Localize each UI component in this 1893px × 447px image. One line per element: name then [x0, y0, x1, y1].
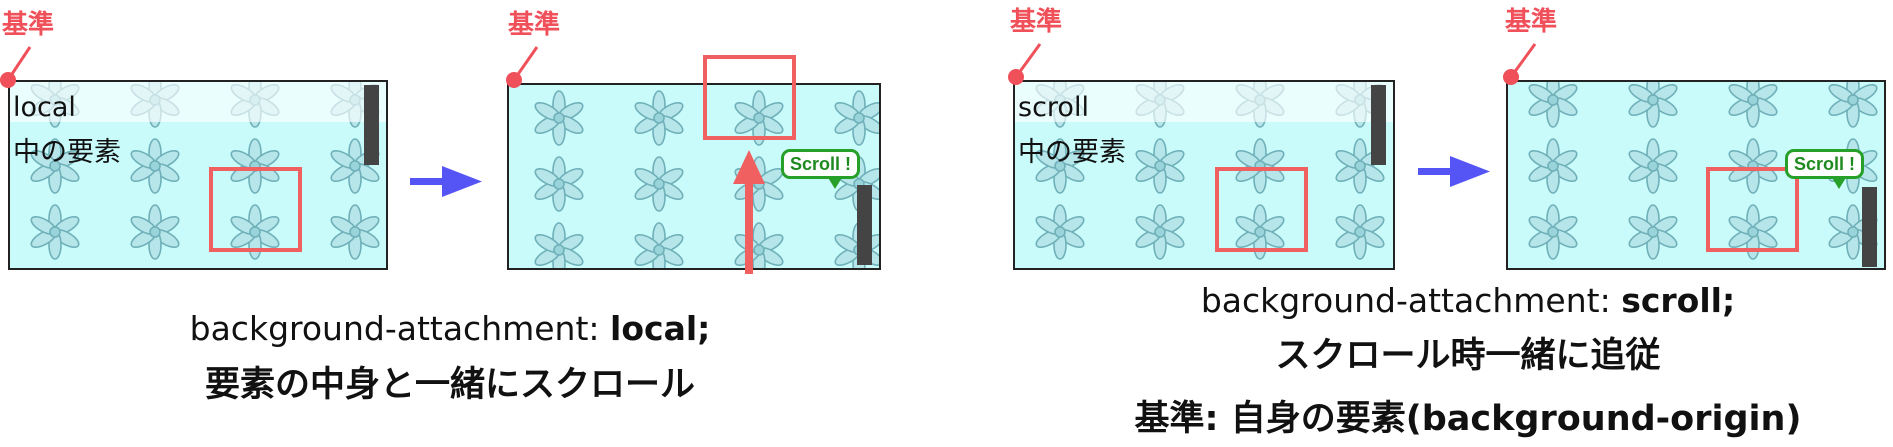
caption-description: スクロール時一緒に追従 [1275, 336, 1661, 376]
reference-label: 基準 [1010, 7, 1063, 37]
reference-point [506, 72, 522, 88]
box-text-mode: local [13, 92, 76, 123]
caption-property: background-attachment: [189, 309, 611, 348]
box-text-mode: scroll [1018, 92, 1089, 123]
scrollbar-thumb[interactable] [364, 85, 379, 165]
scroll-before-box: scroll 中の要素 [1013, 80, 1395, 270]
caption-description: 要素の中身と一緒にスクロール [204, 365, 696, 405]
local-before-box: local 中の要素 [8, 80, 388, 270]
scrollbar-thumb[interactable] [1371, 85, 1386, 165]
reference-label: 基準 [508, 10, 561, 40]
reference-point [0, 72, 16, 88]
reference-point [1008, 69, 1024, 85]
caption-value: local; [610, 309, 711, 348]
top-light-band [10, 82, 386, 122]
scroll-badge-text: Scroll ! [1794, 154, 1856, 174]
scroll-badge-text: Scroll ! [790, 154, 852, 174]
transition-arrow [410, 166, 482, 197]
top-light-band [1015, 82, 1393, 122]
caption-origin-note: 基準: 自身の要素(background-origin) [1134, 399, 1802, 439]
highlight-frame [1215, 167, 1308, 252]
reference-label: 基準 [2, 10, 55, 40]
reference-point [1503, 69, 1519, 85]
box-text-inner: 中の要素 [13, 137, 121, 168]
caption-value: scroll; [1621, 281, 1736, 320]
scroll-badge: Scroll ! [1785, 149, 1865, 189]
scrollbar-thumb[interactable] [1862, 187, 1877, 267]
badge-tail [1831, 176, 1848, 189]
reference-label: 基準 [1505, 7, 1558, 37]
badge-tail [827, 176, 844, 189]
caption-property: background-attachment: [1200, 281, 1622, 320]
scroll-up-arrow [733, 150, 765, 274]
box-text-inner: 中の要素 [1018, 137, 1126, 168]
transition-arrow [1418, 156, 1490, 187]
highlight-frame [209, 167, 302, 252]
scroll-badge: Scroll ! [781, 149, 861, 189]
highlight-frame [703, 55, 796, 140]
highlight-frame [1706, 167, 1799, 252]
scrollbar-thumb[interactable] [857, 185, 872, 265]
